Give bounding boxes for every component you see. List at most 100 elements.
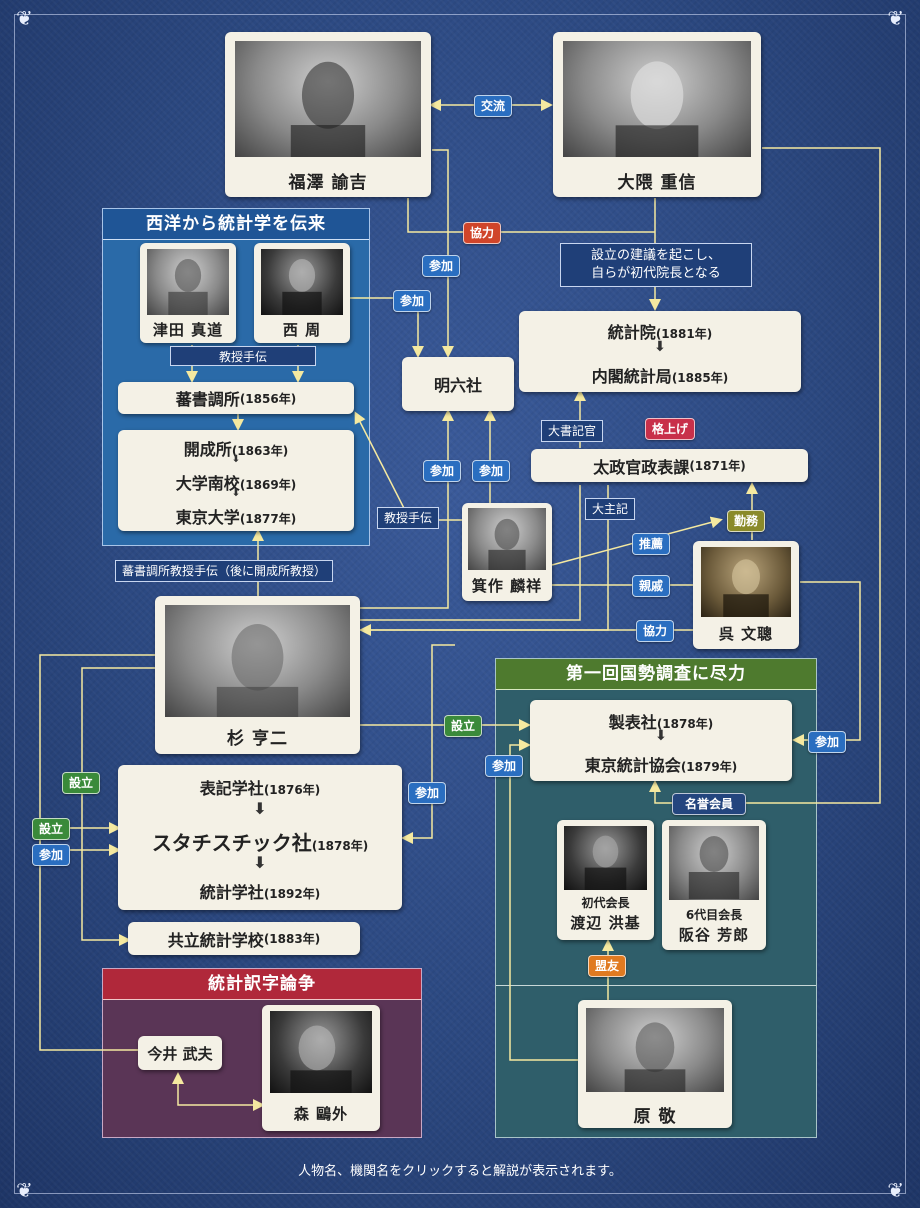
tag-setsuritsu: 設立 xyxy=(444,715,483,737)
tag-sanka: 参加 xyxy=(32,844,71,866)
person-card-mori[interactable]: 森 鷗外 xyxy=(262,1005,380,1131)
portrait-photo-icon xyxy=(165,605,350,717)
tag-sanka: 参加 xyxy=(408,782,447,804)
label-bansho-note: 蕃書調所教授手伝（後に開成所教授） xyxy=(115,560,334,582)
org-seihyosha-group[interactable]: 製表社(1878年) ⬇ 東京統計協会(1879年) xyxy=(530,700,792,781)
arrow-down-icon: ⬇ xyxy=(231,454,241,465)
footer-instruction: 人物名、機関名をクリックすると解説が表示されます。 xyxy=(298,1164,622,1179)
person-card-fukuzawa[interactable]: 福澤 諭吉 xyxy=(225,32,431,197)
org-toukeiin[interactable]: 統計院(1881年) ⬇ 内閣統計局(1885年) xyxy=(519,311,801,392)
person-card-mitsukuri[interactable]: 箕作 麟祥 xyxy=(462,503,552,601)
person-name[interactable]: 今井 武夫 xyxy=(147,1044,213,1063)
arrow-down-icon: ⬇ xyxy=(231,488,241,499)
person-role: 6代目会長 xyxy=(685,908,743,922)
person-name[interactable]: 呉 文聰 xyxy=(718,625,774,643)
portrait-photo-icon xyxy=(701,547,791,617)
org-bansho[interactable]: 蕃書調所(1856年) xyxy=(118,382,354,414)
portrait-photo-icon xyxy=(468,508,546,570)
panel-divider xyxy=(496,985,816,986)
org-kaisei-line[interactable]: 開成所(1863年) xyxy=(183,440,289,459)
tag-meiyo: 名誉会員 xyxy=(672,793,747,815)
person-card-sugi[interactable]: 杉 亨二 xyxy=(155,596,360,754)
label-kyoju-tetsudai: 教授手伝 xyxy=(377,507,440,529)
org-name[interactable]: 蕃書調所 xyxy=(175,390,240,409)
org-todai-line[interactable]: 東京大学(1877年) xyxy=(175,508,297,527)
person-role: 初代会長 xyxy=(581,896,630,910)
portrait-photo-icon xyxy=(669,826,759,900)
label-daishuki: 大主記 xyxy=(585,498,636,520)
person-card-kure[interactable]: 呉 文聰 xyxy=(693,541,799,649)
decorative-frame xyxy=(14,14,906,1194)
tag-setsuritsu: 設立 xyxy=(32,818,71,840)
panel-western-title: 西洋から統計学を伝来 xyxy=(103,209,369,240)
person-name[interactable]: 阪谷 芳郎 xyxy=(678,926,750,944)
arrow-down-icon: ⬇ xyxy=(253,853,267,872)
corner-ornament-icon: ❦ xyxy=(16,1178,33,1202)
person-name[interactable]: 渡辺 洪基 xyxy=(570,914,641,932)
arrow-down-icon: ⬇ xyxy=(655,728,667,744)
person-card-okuma[interactable]: 大隈 重信 xyxy=(553,32,761,197)
org-name[interactable]: 明六社 xyxy=(433,376,482,395)
portrait-photo-icon xyxy=(563,41,751,157)
portrait-photo-icon xyxy=(586,1008,724,1092)
corner-ornament-icon: ❦ xyxy=(16,6,33,30)
tag-sanka: 参加 xyxy=(485,755,524,777)
person-name[interactable]: 森 鷗外 xyxy=(293,1105,349,1123)
org-toukeigakusha-line[interactable]: 統計学社(1892年) xyxy=(199,883,321,902)
tag-sanka: 参加 xyxy=(393,290,432,312)
tag-shinseki: 親戚 xyxy=(632,575,671,597)
org-seihyosha-line[interactable]: 製表社(1878年) xyxy=(608,713,714,732)
tag-kakuage: 格上げ xyxy=(645,418,696,440)
arrow-down-icon: ⬇ xyxy=(654,339,666,355)
person-name[interactable]: 津田 真道 xyxy=(152,321,224,339)
org-year: (1883年) xyxy=(263,932,321,946)
person-card-tsuda[interactable]: 津田 真道 xyxy=(140,243,236,343)
org-statistic-line[interactable]: スタチスチック社(1878年) xyxy=(151,831,369,855)
org-meirokusha[interactable]: 明六社 xyxy=(402,357,514,411)
org-toukeiin-line[interactable]: 統計院(1881年) xyxy=(607,323,713,342)
tag-sanka: 参加 xyxy=(472,460,511,482)
person-name[interactable]: 福澤 諭吉 xyxy=(288,173,368,193)
corner-ornament-icon: ❦ xyxy=(887,6,904,30)
tag-suisen: 推薦 xyxy=(632,533,671,555)
tag-kinmu: 勤務 xyxy=(727,510,766,532)
org-tokyo-kyokai-line[interactable]: 東京統計協会(1879年) xyxy=(584,756,738,775)
tag-koryu: 交流 xyxy=(474,95,513,117)
tag-setsuritsu: 設立 xyxy=(62,772,101,794)
org-year: (1856年) xyxy=(239,391,297,406)
person-card-sakatani[interactable]: 6代目会長 阪谷 芳郎 xyxy=(662,820,766,950)
person-name[interactable]: 原 敬 xyxy=(633,1107,677,1127)
person-card-nishi[interactable]: 西 周 xyxy=(254,243,350,343)
person-name[interactable]: 杉 亨二 xyxy=(227,729,288,749)
okuma-note-line: 設立の建議を起こし、 xyxy=(590,248,721,263)
org-kaisei-group[interactable]: 開成所(1863年) ⬇ 大学南校(1869年) ⬇ 東京大学(1877年) xyxy=(118,430,354,531)
tag-kyoryoku: 協力 xyxy=(463,222,502,244)
org-naikaku-line[interactable]: 内閣統計局(1885年) xyxy=(591,367,729,386)
tag-meiyu: 盟友 xyxy=(588,955,627,977)
org-kyoritsu[interactable]: 共立統計学校(1883年) xyxy=(128,922,360,955)
person-name[interactable]: 西 周 xyxy=(282,321,322,339)
label-kyoju-tetsudai: 教授手伝 xyxy=(170,346,316,366)
person-name[interactable]: 大隈 重信 xyxy=(617,173,697,193)
org-year: (1871年) xyxy=(689,459,746,473)
portrait-photo-icon xyxy=(235,41,421,157)
person-card-watanabe[interactable]: 初代会長 渡辺 洪基 xyxy=(557,820,654,940)
panel-dispute-title: 統計訳字論争 xyxy=(103,969,421,1000)
org-dajokan[interactable]: 太政官政表課(1871年) xyxy=(531,449,808,482)
okuma-note-line: 自らが初代院長となる xyxy=(591,266,721,281)
org-hyokigakusha-group[interactable]: 表記学社(1876年) ⬇ スタチスチック社(1878年) ⬇ 統計学社(189… xyxy=(118,765,402,910)
corner-ornament-icon: ❦ xyxy=(887,1178,904,1202)
panel-census-title: 第一回国勢調査に尽力 xyxy=(496,659,816,690)
person-card-hara[interactable]: 原 敬 xyxy=(578,1000,732,1128)
org-hyokigakusha-line[interactable]: 表記学社(1876年) xyxy=(199,779,321,798)
portrait-photo-icon xyxy=(270,1011,372,1093)
org-nanko-line[interactable]: 大学南校(1869年) xyxy=(175,474,297,493)
org-name[interactable]: 太政官政表課 xyxy=(593,457,690,477)
portrait-photo-icon xyxy=(147,249,229,315)
portrait-photo-icon xyxy=(564,826,647,890)
tag-sanka: 参加 xyxy=(422,255,461,277)
person-name[interactable]: 箕作 麟祥 xyxy=(471,577,543,595)
tag-sanka: 参加 xyxy=(808,731,847,753)
person-card-imai[interactable]: 今井 武夫 xyxy=(138,1036,222,1070)
org-name[interactable]: 共立統計学校 xyxy=(167,930,264,950)
